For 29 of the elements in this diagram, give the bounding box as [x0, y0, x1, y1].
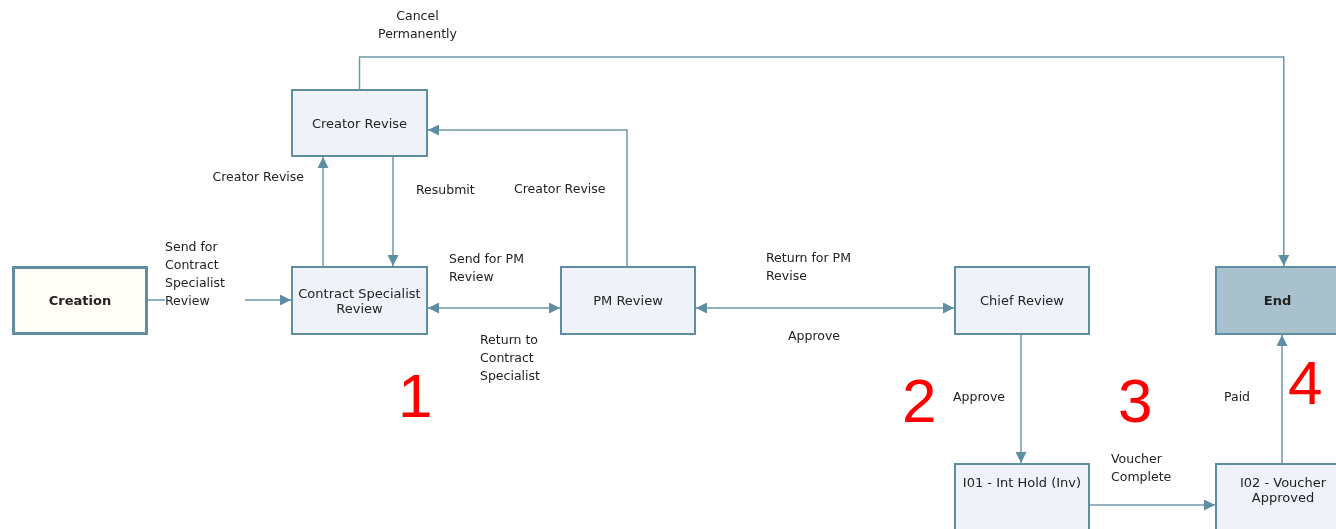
process-box	[291, 266, 428, 335]
arrow	[358, 56, 1290, 267]
process-box	[954, 266, 1090, 335]
arrow	[1276, 334, 1288, 464]
arrow	[317, 156, 329, 267]
process-box	[1215, 463, 1336, 529]
start-box	[12, 266, 148, 335]
node-text: I02 - Voucher Approved	[1238, 475, 1328, 505]
node-text: I01 - Int Hold (Inv)	[962, 475, 1082, 490]
callout-number: 1	[398, 365, 433, 427]
node-text: Creation	[48, 293, 112, 308]
callout-number: 2	[902, 370, 937, 432]
arrow	[387, 156, 399, 267]
node-text: End	[1263, 293, 1292, 308]
arrow	[1015, 334, 1027, 464]
process-box	[954, 463, 1090, 529]
process-box	[291, 89, 428, 157]
arrow	[695, 302, 955, 314]
arrow	[427, 302, 561, 314]
arrow	[427, 124, 628, 267]
process-box	[560, 266, 696, 335]
node-text: Contract Specialist Review	[297, 285, 422, 316]
arrow	[1089, 499, 1216, 511]
callout-number: 3	[1118, 370, 1153, 432]
end-box	[1215, 266, 1336, 335]
node-text: Creator Revise	[311, 115, 408, 131]
callout-number: 4	[1288, 352, 1323, 414]
node-text: Chief Review	[980, 293, 1064, 308]
node-text: PM Review	[593, 293, 663, 308]
